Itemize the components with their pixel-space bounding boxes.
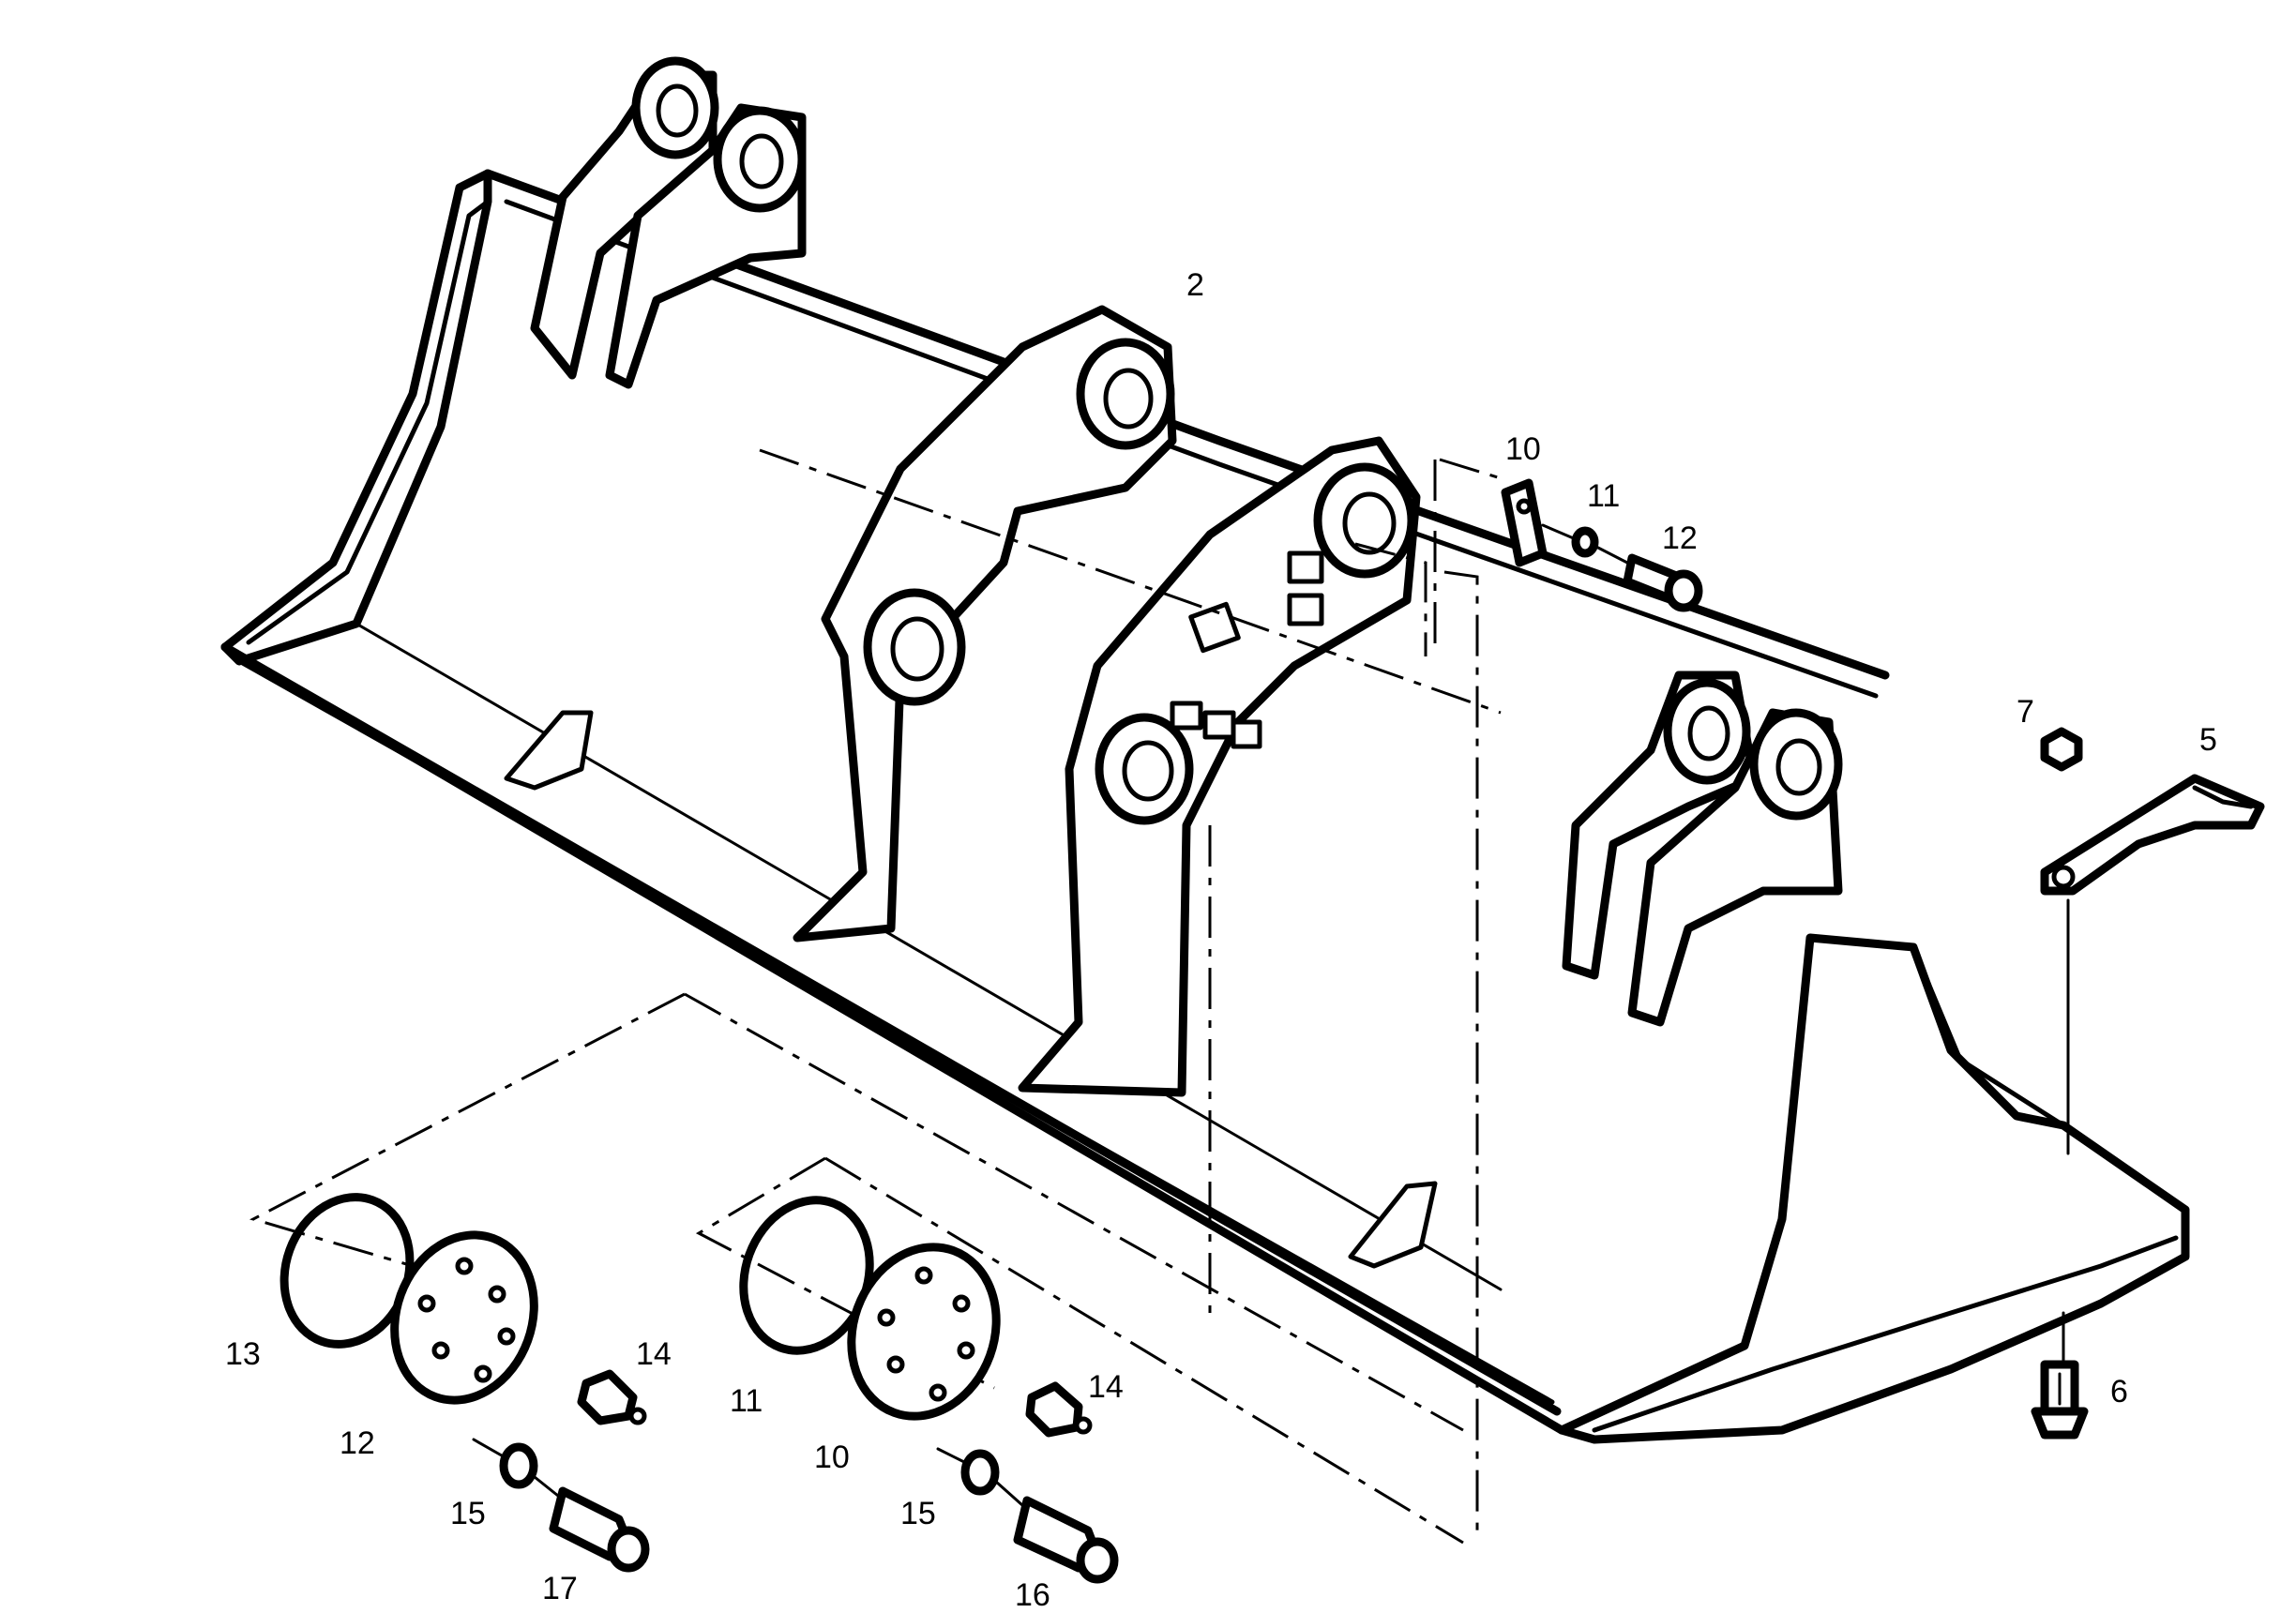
- callout-14-left: 14: [636, 1336, 672, 1372]
- washer-middle: [960, 1449, 1000, 1496]
- callout-11-mid: 11: [730, 1383, 763, 1419]
- construction-lines: [249, 448, 1502, 1545]
- washer-left: [499, 1442, 538, 1489]
- callout-11-top: 11: [1587, 478, 1620, 514]
- left-cover-group: [279, 1193, 650, 1573]
- callout-7: 7: [2017, 694, 2034, 730]
- callout-15-mid: 15: [900, 1496, 936, 1531]
- callout-2: 2: [1186, 267, 1204, 303]
- wear-gusset-left: [504, 710, 594, 791]
- callout-6: 6: [2110, 1374, 2128, 1409]
- grease-nipple-middle: [1025, 1381, 1083, 1438]
- callout-15-left: 15: [450, 1496, 486, 1531]
- wear-gusset-right: [1348, 1181, 1438, 1269]
- callout-10-mid: 10: [814, 1440, 850, 1475]
- callout-16: 16: [1015, 1577, 1050, 1613]
- callout-10-top: 10: [1505, 431, 1541, 467]
- pin-retainer-group: [1439, 458, 1703, 612]
- grease-nipple-left: [577, 1369, 638, 1425]
- bucket-body: [220, 169, 1890, 1435]
- left-mounting-ears: [530, 56, 807, 389]
- callout-17: 17: [542, 1571, 578, 1606]
- callout-13: 13: [225, 1336, 261, 1372]
- callout-5: 5: [2199, 722, 2217, 758]
- callout-labels: 2 10 11 12 7 5 6 13 12 14 15 17 11 10 14…: [225, 267, 2217, 1613]
- bucket-tooth: [2040, 774, 2265, 896]
- middle-cover-group: [739, 1196, 1119, 1584]
- cover-plate-left: [390, 1230, 538, 1405]
- grease-block: [1188, 601, 1241, 654]
- cover-plate-middle: [847, 1243, 1001, 1421]
- callout-12-left: 12: [340, 1425, 375, 1461]
- right-arm-plate: [1018, 436, 1421, 1097]
- callout-14-mid: 14: [1088, 1369, 1124, 1405]
- lock-washer: [1571, 526, 1599, 558]
- callout-12-top: 12: [1662, 520, 1698, 556]
- retainer-plate: [1501, 478, 1548, 567]
- tooth-hole: [2051, 865, 2076, 889]
- hex-nut: [2040, 727, 2083, 772]
- bucket-right-side-plate: [1557, 933, 2190, 1444]
- tooth-assembly: [2031, 727, 2265, 1440]
- center-arm-plate: [793, 305, 1177, 942]
- right-mounting-ears: [1562, 671, 1843, 1027]
